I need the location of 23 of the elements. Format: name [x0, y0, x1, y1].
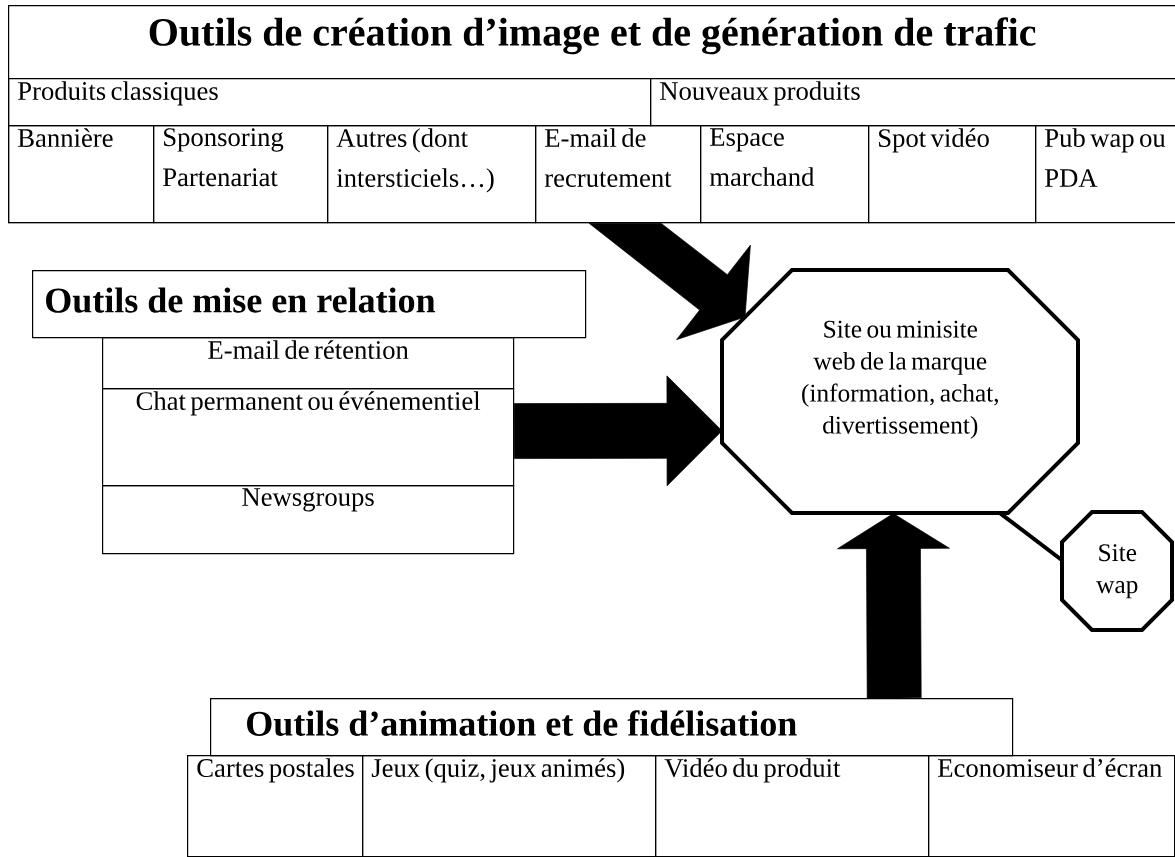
table-cell: Espace marchand: [700, 125, 870, 224]
table-cell: Spot vidéo: [868, 125, 1037, 224]
table-cell: Chat permanent ou événementiel: [102, 388, 515, 487]
octagon: Site ou minisite web de la marque (information, achat, divertissement): [720, 268, 1080, 515]
table-cell: Bannière: [8, 125, 155, 224]
heading-box: Outils d’animation et de fidélisation: [210, 698, 1014, 757]
table-cell: Jeux (quiz, jeux animés): [362, 755, 657, 857]
table-cell: E-mail de recrutement: [535, 125, 702, 224]
table-cell: Pub wap ou PDA: [1035, 125, 1175, 224]
table-cell: Autres (dont intersticiels…): [327, 125, 537, 224]
block-arrow: [513, 375, 723, 487]
octagon: Site wap: [1060, 510, 1174, 632]
table-cell: Vidéo du produit: [655, 755, 930, 857]
table-cell: Cartes postales: [187, 755, 364, 857]
table-cell: E-mail de rétention: [102, 337, 515, 390]
table-cell: Sponsoring Partenariat: [153, 125, 329, 224]
heading-box: Outils de mise en relation: [32, 270, 587, 339]
table-cell: Economiseur d’écran: [928, 755, 1175, 857]
table-cell: Newsgroups: [102, 485, 515, 555]
table-cell: Produits classiques: [8, 78, 652, 127]
table-cell: Nouveaux produits: [650, 78, 1175, 127]
block-arrow: [588, 222, 751, 340]
block-arrow: [837, 513, 950, 699]
